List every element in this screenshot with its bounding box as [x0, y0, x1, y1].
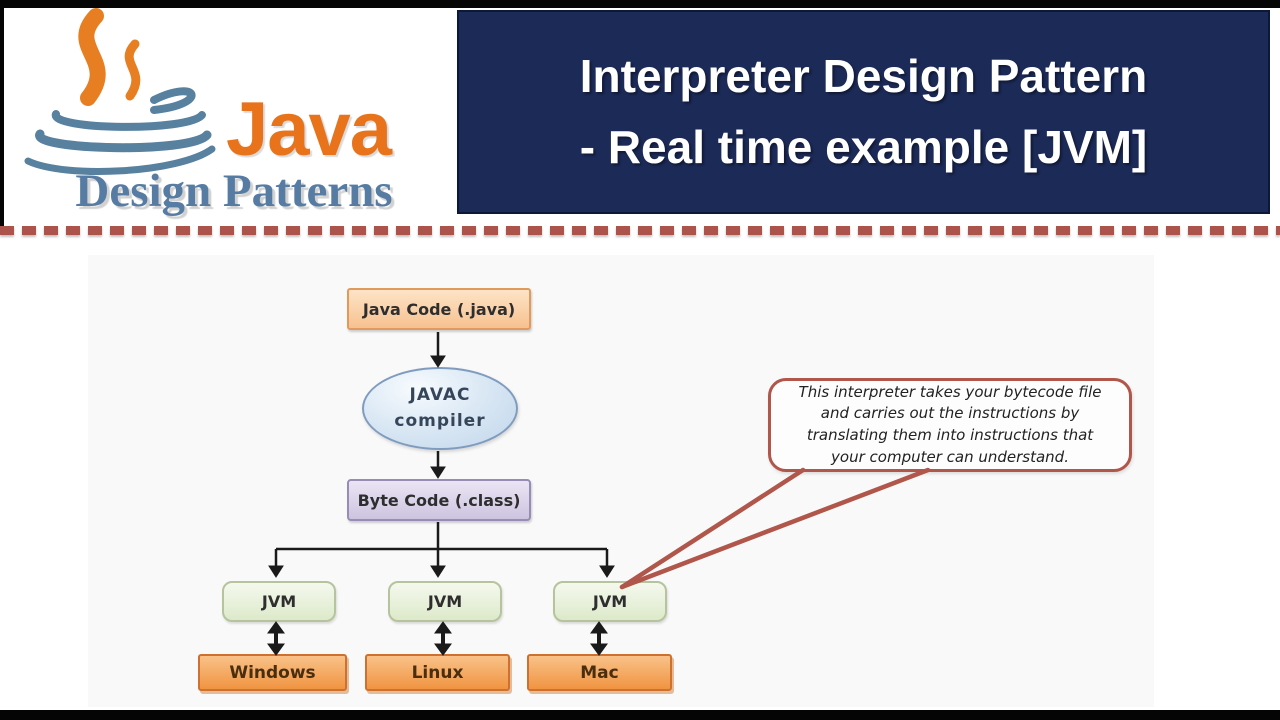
java-design-patterns-logo: Java Design Patterns: [4, 8, 459, 230]
title-line-1: Interpreter Design Pattern: [579, 49, 1148, 102]
logo-subtitle-text: Design Patterns: [75, 165, 393, 217]
interpreter-callout-bubble: This interpreter takes your bytecode fil…: [768, 378, 1132, 472]
title-banner: Interpreter Design Pattern - Real time e…: [457, 10, 1270, 214]
diagram-panel: [88, 255, 1154, 707]
java-code-node: Java Code (.java): [347, 288, 531, 330]
bottom-letterbox-bar: [0, 710, 1280, 720]
jvm-node-windows: JVM: [222, 581, 336, 622]
byte-code-node: Byte Code (.class): [347, 479, 531, 521]
platform-node-mac: Mac: [527, 654, 672, 691]
platform-node-linux: Linux: [365, 654, 510, 691]
javac-compiler-node: JAVAC compiler: [362, 367, 518, 450]
left-letterbox-bar: [0, 8, 4, 232]
java-cup-icon: [24, 8, 216, 175]
platform-node-windows: Windows: [198, 654, 347, 691]
jvm-node-linux: JVM: [388, 581, 502, 622]
dashed-divider: [0, 226, 1280, 235]
top-letterbox-bar: [0, 0, 1280, 8]
callout-text-line1: This interpreter takes your bytecode fil…: [798, 382, 1102, 401]
java-swoosh-icon: [24, 87, 216, 175]
java-steam-icon: [78, 8, 141, 106]
callout-text-line3: translating them into instructions that: [806, 426, 1094, 444]
compiler-label-line2: compiler: [394, 410, 486, 431]
compiler-label-line1: JAVAC: [409, 385, 471, 405]
jvm-node-mac: JVM: [553, 581, 667, 622]
callout-text-line2: and carries out the instructions by: [820, 404, 1080, 423]
callout-text-line4: your computer can understand.: [831, 447, 1069, 466]
title-line-2: - Real time example [JVM]: [579, 121, 1148, 173]
java-brand-text: Java: [226, 87, 392, 172]
